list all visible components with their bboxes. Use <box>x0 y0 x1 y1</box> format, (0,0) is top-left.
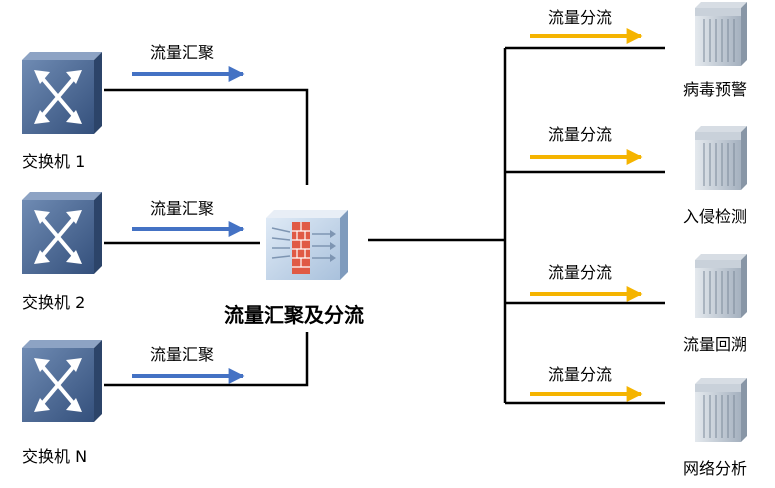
aggregation-lines <box>104 88 309 387</box>
aggregation-device: 流量汇聚及分流 <box>224 210 364 327</box>
flow-label: 流量汇聚 <box>150 199 214 218</box>
switch-1: 交换机 1 <box>20 50 104 171</box>
server-intrusion-detection: 入侵检测 <box>683 125 748 226</box>
server-label: 流量回溯 <box>683 335 747 354</box>
switch-icon <box>20 338 104 424</box>
split-flow-4: 流量分流 <box>530 365 643 402</box>
switch-label: 交换机 N <box>22 447 87 466</box>
server-icon <box>694 1 748 67</box>
switch-label: 交换机 2 <box>22 293 85 312</box>
server-label: 病毒预警 <box>683 80 747 99</box>
server-icon <box>694 253 748 319</box>
split-lines <box>368 46 665 405</box>
switch-icon <box>20 190 104 276</box>
aggregate-flow-n: 流量汇聚 <box>132 345 245 384</box>
firewall-icon <box>266 210 348 280</box>
flow-label: 流量汇聚 <box>150 43 214 62</box>
split-flow-3: 流量分流 <box>530 263 643 302</box>
connector-line <box>104 332 309 387</box>
switch-n: 交换机 N <box>20 338 104 466</box>
aggregate-flow-1: 流量汇聚 <box>132 43 245 82</box>
flow-label: 流量分流 <box>548 365 612 384</box>
switch-icon <box>20 50 104 136</box>
flow-label: 流量汇聚 <box>150 345 214 364</box>
split-flow-1: 流量分流 <box>530 8 643 44</box>
switch-2: 交换机 2 <box>20 190 104 312</box>
switch-label: 交换机 1 <box>22 152 85 171</box>
connector-line <box>104 88 309 185</box>
server-label: 入侵检测 <box>683 207 747 226</box>
server-label: 网络分析 <box>683 459 747 478</box>
flow-label: 流量分流 <box>548 263 612 282</box>
flow-label: 流量分流 <box>548 125 612 144</box>
server-icon <box>694 125 748 191</box>
split-flow-2: 流量分流 <box>530 125 643 165</box>
server-icon <box>694 377 748 443</box>
center-label: 流量汇聚及分流 <box>224 303 364 327</box>
server-virus-alert: 病毒预警 <box>683 1 748 99</box>
server-traffic-backtrace: 流量回溯 <box>683 253 748 354</box>
server-network-analysis: 网络分析 <box>683 377 748 478</box>
aggregate-flow-2: 流量汇聚 <box>132 199 245 237</box>
flow-label: 流量分流 <box>548 8 612 27</box>
